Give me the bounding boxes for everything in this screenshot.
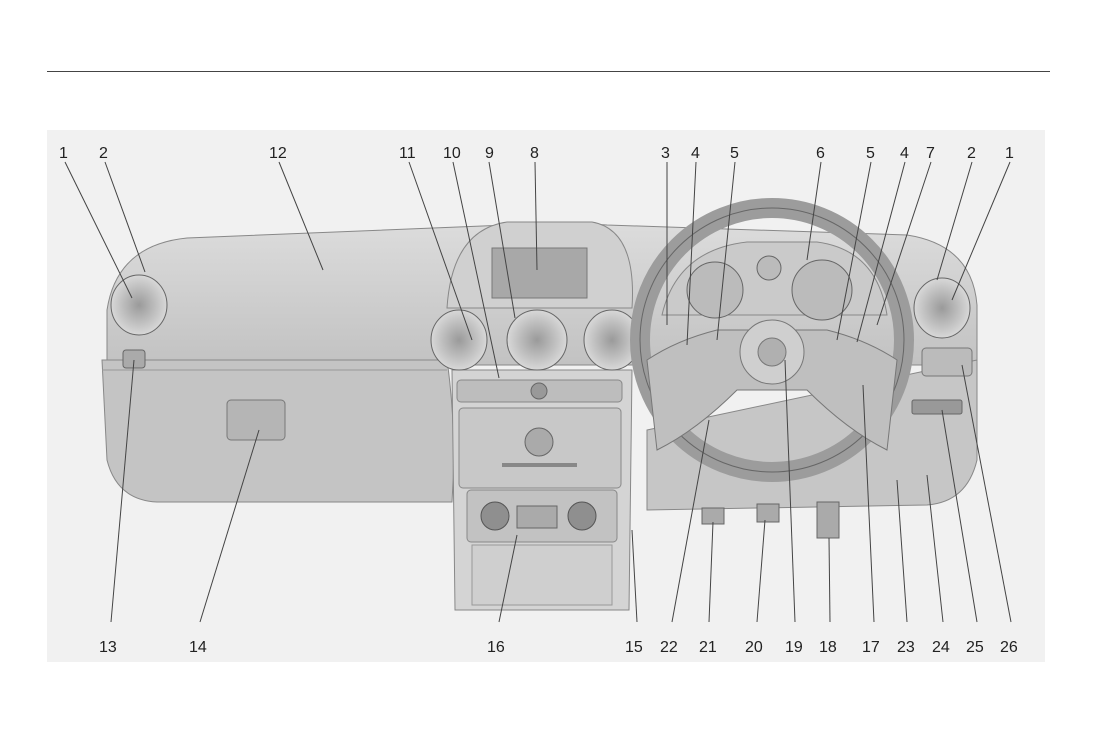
callout-label: 4 (900, 145, 909, 162)
callout-label: 2 (99, 145, 108, 162)
callout-label: 19 (785, 639, 803, 656)
leader-lines-bottom (110, 359, 1012, 623)
callout-label: 24 (932, 639, 950, 656)
steering-wheel-icon (630, 198, 914, 482)
callout-label: 7 (926, 145, 935, 162)
header-rule (47, 71, 1050, 72)
callout-label: 1 (59, 145, 68, 162)
callout-label: 22 (660, 639, 678, 656)
card-slot (911, 399, 963, 415)
glovebox-handle (226, 399, 286, 441)
storage-compartment (471, 544, 613, 606)
callout-label: 8 (530, 145, 539, 162)
callout-label: 17 (862, 639, 880, 656)
callout-label: 10 (443, 145, 461, 162)
callout-label: 15 (625, 639, 643, 656)
tachometer (686, 261, 744, 319)
air-vent-icon (110, 274, 971, 371)
top-labels: 1 2 12 11 10 9 8 3 4 5 6 5 4 7 2 1 (59, 145, 1014, 162)
callout-label: 23 (897, 639, 915, 656)
callout-label: 26 (1000, 639, 1018, 656)
pedal-centre (756, 503, 780, 523)
leader-lines-top (64, 161, 1011, 379)
info-display (491, 247, 588, 299)
figure-panel: 1 2 12 11 10 9 8 3 4 5 6 5 4 7 2 1 13 14… (47, 130, 1045, 662)
dashboard-illustration (101, 221, 978, 611)
callout-label: 12 (269, 145, 287, 162)
callout-label: 20 (745, 639, 763, 656)
pedal-left (701, 507, 725, 525)
callout-label: 14 (189, 639, 207, 656)
callout-label: 5 (866, 145, 875, 162)
callout-label: 4 (691, 145, 700, 162)
speedometer (791, 259, 853, 321)
headlight-switch (122, 349, 146, 369)
dashboard-diagram: 1 2 12 11 10 9 8 3 4 5 6 5 4 7 2 1 13 14… (59, 145, 1018, 656)
callout-label: 25 (966, 639, 984, 656)
callout-label: 11 (399, 145, 416, 162)
callout-label: 1 (1005, 145, 1014, 162)
bottom-labels: 13 14 16 15 22 21 20 19 18 17 23 24 25 2… (99, 639, 1018, 656)
right-switch-panel (921, 347, 973, 377)
pedal-right (816, 501, 840, 539)
callout-label: 6 (816, 145, 825, 162)
callout-label: 21 (699, 639, 717, 656)
callout-label: 16 (487, 639, 505, 656)
callout-label: 18 (819, 639, 837, 656)
callout-label: 2 (967, 145, 976, 162)
callout-label: 9 (485, 145, 494, 162)
callout-label: 3 (661, 145, 670, 162)
callout-label: 5 (730, 145, 739, 162)
callout-label: 13 (99, 639, 117, 656)
